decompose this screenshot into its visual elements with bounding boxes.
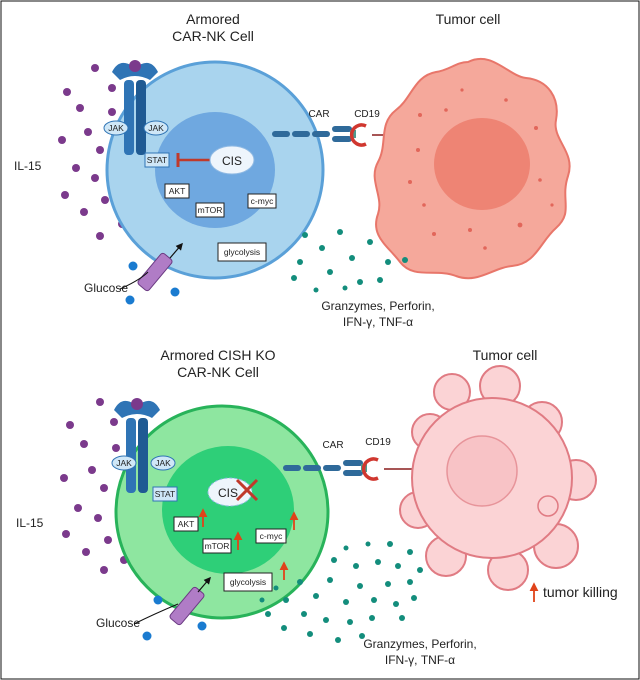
bottom-stat-label: STAT — [155, 489, 175, 499]
bottom-mtor-box: mTOR — [202, 538, 232, 554]
top-glucose-pointer — [119, 271, 149, 290]
panel-bottom: Armored CISH KO CAR-NK Cell Tumor cell I… — [16, 347, 618, 667]
bottom-cmyc-label: c-myc — [260, 531, 283, 541]
bottom-jak-left: JAK — [111, 455, 137, 471]
bottom-akt-label: AKT — [178, 519, 195, 529]
bottom-glucose-transporter — [169, 576, 211, 626]
bottom-mtor-label: mTOR — [205, 541, 230, 551]
bottom-cmyc-box: c-myc — [255, 528, 287, 544]
bottom-car-receptor — [283, 460, 367, 476]
top-akt-box: AKT — [164, 183, 190, 199]
bottom-il15-label: IL-15 — [16, 516, 44, 530]
top-car-label: CAR — [308, 109, 329, 120]
bottom-cell-title-line2: CAR-NK Cell — [177, 364, 259, 380]
top-nk-nucleus — [155, 112, 275, 228]
top-mtor-label: mTOR — [198, 205, 223, 215]
top-tumor-nucleus — [434, 118, 530, 210]
top-glycolysis-box: glycolysis — [217, 242, 267, 262]
top-mtor-box: mTOR — [195, 202, 225, 218]
bottom-glycolysis-box: glycolysis — [223, 572, 273, 592]
top-il15-label: IL-15 — [14, 159, 42, 173]
top-cmyc-label: c-myc — [251, 196, 274, 206]
top-stat-label: STAT — [147, 155, 167, 165]
bottom-jak-right: JAK — [150, 455, 176, 471]
bottom-nk-nucleus — [162, 446, 294, 574]
bottom-glucose-pointer — [133, 603, 179, 625]
top-glucose-label: Glucose — [84, 281, 128, 295]
bottom-jak-right-label: JAK — [155, 458, 171, 468]
bottom-cis-knockout: CIS — [207, 477, 259, 507]
bottom-akt-box: AKT — [173, 516, 199, 532]
top-cell-title-line2: CAR-NK Cell — [172, 28, 254, 44]
bottom-glucose-label: Glucose — [96, 616, 140, 630]
top-akt-label: AKT — [169, 186, 186, 196]
top-stat-box: STAT — [144, 152, 170, 168]
bottom-effectors-line2: IFN-γ, TNF-α — [385, 653, 455, 667]
top-cd19-label: CD19 — [354, 109, 380, 120]
top-effectors-line1: Granzymes, Perforin, — [321, 299, 434, 313]
bottom-glucose-particles — [142, 595, 207, 641]
bottom-jak-left-label: JAK — [116, 458, 132, 468]
bottom-cd19-label: CD19 — [365, 437, 391, 448]
bottom-il15-receptor — [114, 398, 160, 493]
top-glucose-transporter — [137, 242, 183, 292]
bottom-tumor-title: Tumor cell — [473, 347, 538, 363]
bottom-il15-particles — [60, 398, 128, 574]
bottom-tumor-nucleus — [446, 435, 518, 507]
top-effector-particles — [291, 229, 408, 293]
top-cis-label: CIS — [222, 154, 242, 168]
top-cis-protein: CIS — [209, 145, 255, 175]
top-tumor-title: Tumor cell — [436, 11, 501, 27]
bottom-tumor-cell — [399, 365, 597, 591]
top-cmyc-box: c-myc — [247, 193, 277, 209]
upregulation-arrows — [198, 508, 299, 580]
bottom-stat-box: STAT — [152, 486, 178, 502]
top-jak-right: JAK — [143, 120, 169, 136]
top-tumor-granules — [408, 88, 554, 250]
top-jak-left: JAK — [103, 120, 129, 136]
bottom-car-label: CAR — [322, 440, 343, 451]
top-glycolysis-label: glycolysis — [224, 247, 260, 257]
bottom-cell-title-line1: Armored CISH KO — [160, 347, 275, 363]
top-cell-title-line1: Armored — [186, 11, 240, 27]
bottom-cd19-antigen — [361, 457, 416, 481]
top-effectors-line2: IFN-γ, TNF-α — [343, 315, 413, 329]
bottom-tumor-killing-label: tumor killing — [543, 584, 618, 600]
top-glucose-particles — [125, 261, 180, 305]
bottom-effector-particles — [259, 541, 423, 643]
panel-top: Armored CAR-NK Cell Tumor cell IL-15 JAK — [14, 11, 571, 329]
top-il15-receptor — [112, 60, 158, 155]
bottom-cis-label: CIS — [218, 486, 238, 500]
bottom-glycolysis-label: glycolysis — [230, 577, 266, 587]
bottom-effectors-line1: Granzymes, Perforin, — [363, 637, 476, 651]
top-jak-right-label: JAK — [148, 123, 164, 133]
top-cis-inhibition — [176, 153, 210, 167]
top-jak-left-label: JAK — [108, 123, 124, 133]
